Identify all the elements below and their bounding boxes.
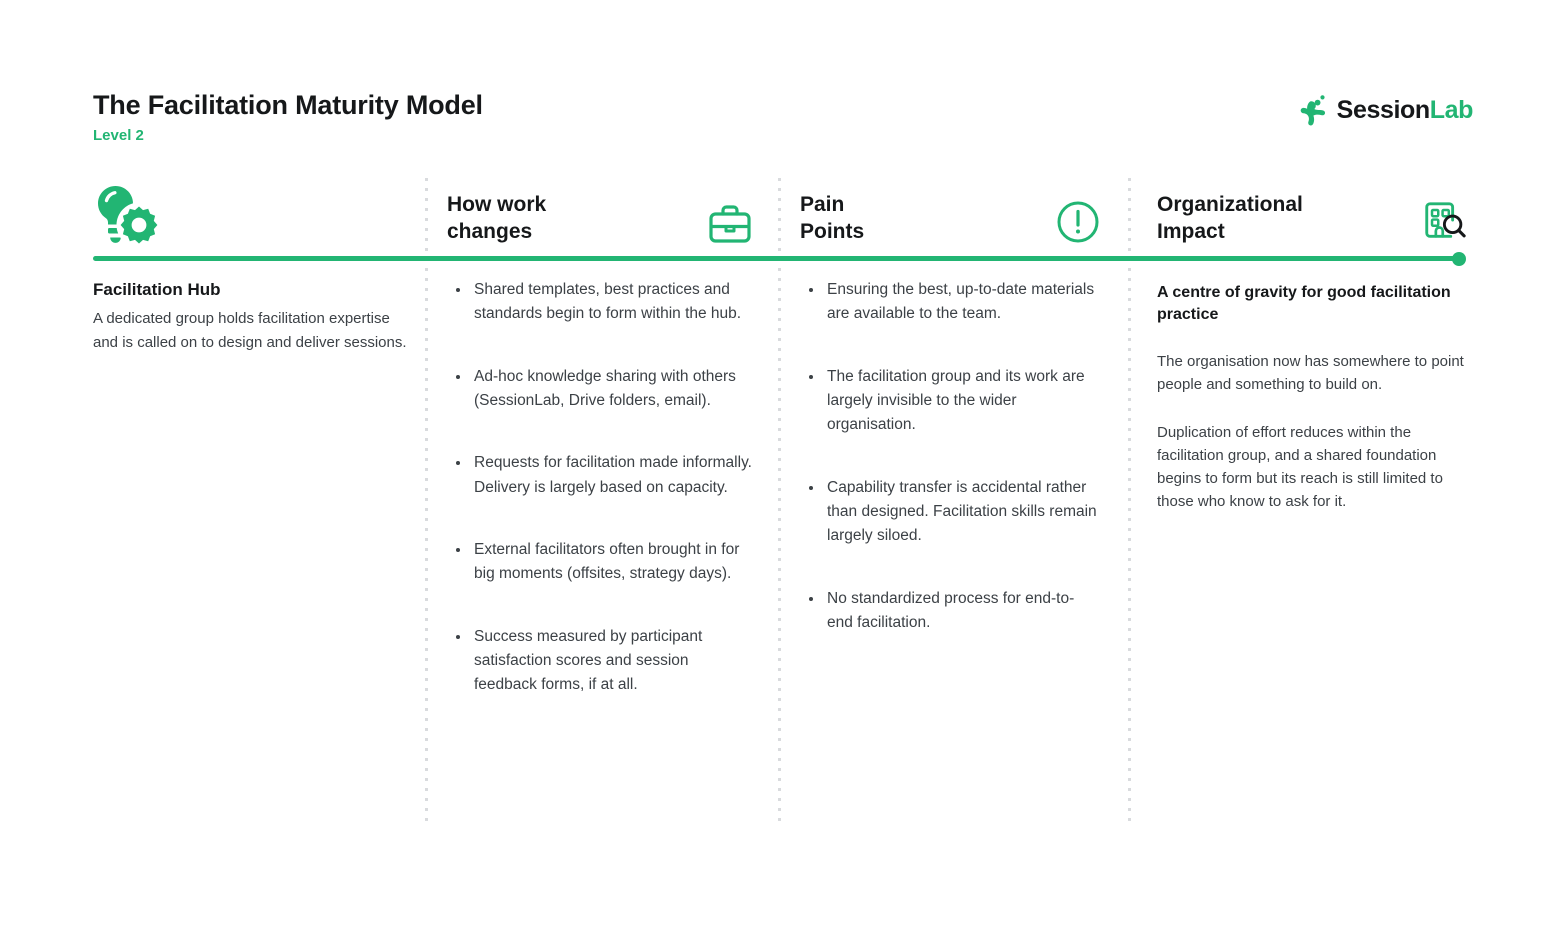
how-work-changes-bullet-list: Shared templates, best practices and sta…	[447, 278, 752, 698]
building-search-icon	[1421, 198, 1467, 244]
accent-rule-end-dot	[1452, 251, 1466, 266]
organizational-impact-paragraph-2: Duplication of effort reduces within the…	[1157, 423, 1443, 511]
exclamation-circle-icon	[1054, 198, 1100, 244]
list-item: Ad-hoc knowledge sharing with others (Se…	[447, 365, 752, 414]
column-pain-points-title: Pain Points	[800, 192, 865, 244]
column-pain-points: Pain Points Ensuring the best, up-to-dat…	[800, 170, 1100, 635]
accent-rule	[93, 251, 1466, 266]
organizational-impact-paragraph-1: The organisation now has somewhere to po…	[1157, 353, 1464, 394]
list-item: Capability transfer is accidental rather…	[800, 476, 1100, 549]
list-item: Success measured by participant satisfac…	[447, 625, 752, 698]
column-pain-points-header: Pain Points	[800, 170, 1100, 252]
level-label: Level 2	[93, 127, 144, 144]
lightbulb-gear-icon	[93, 178, 165, 250]
sessionlab-mark-icon	[1300, 95, 1325, 126]
column-stage-header	[93, 170, 413, 252]
column-how-work-changes-body: Shared templates, best practices and sta…	[447, 252, 752, 698]
briefcase-icon	[706, 198, 752, 244]
list-item: The facilitation group and its work are …	[800, 365, 1100, 438]
stage-heading: Facilitation Hub	[93, 280, 221, 299]
logo-word-session: Session	[1336, 95, 1430, 124]
column-pain-points-body: Ensuring the best, up-to-date materials …	[800, 252, 1100, 635]
column-organizational-impact-title: Organizational Impact	[1157, 192, 1303, 244]
logo-word-lab: Lab	[1429, 95, 1474, 124]
column-stage-body: Facilitation Hub A dedicated group holds…	[93, 252, 413, 354]
list-item: Ensuring the best, up-to-date materials …	[800, 278, 1100, 327]
column-separator-2	[778, 178, 781, 828]
column-how-work-changes-header: How work changes	[447, 170, 752, 252]
column-organizational-impact-header: Organizational Impact	[1157, 170, 1467, 252]
list-item: Shared templates, best practices and sta…	[447, 278, 752, 327]
column-how-work-changes: How work changes Shared templates, best …	[447, 170, 752, 698]
list-item: No standardized process for end-to-end f…	[800, 587, 1100, 636]
column-separator-1	[425, 178, 428, 828]
pain-points-bullet-list: Ensuring the best, up-to-date materials …	[800, 278, 1100, 635]
column-organizational-impact: Organizational Impact A centre of gravit…	[1157, 170, 1467, 538]
list-item: Requests for facilitation made informall…	[447, 451, 752, 500]
column-how-work-changes-title: How work changes	[447, 192, 547, 244]
list-item: External facilitators often brought in f…	[447, 538, 752, 587]
logo-wordmark: SessionLab	[1336, 95, 1474, 124]
column-separator-3	[1128, 178, 1131, 828]
column-organizational-impact-body: A centre of gravity for good facilitatio…	[1157, 252, 1467, 514]
page-title: The Facilitation Maturity Model	[93, 90, 483, 120]
organizational-impact-heading: A centre of gravity for good facilitatio…	[1157, 284, 1451, 324]
column-stage: Facilitation Hub A dedicated group holds…	[93, 170, 413, 354]
sessionlab-logo: SessionLab	[1300, 92, 1473, 128]
stage-description: A dedicated group holds facilitation exp…	[93, 310, 407, 351]
